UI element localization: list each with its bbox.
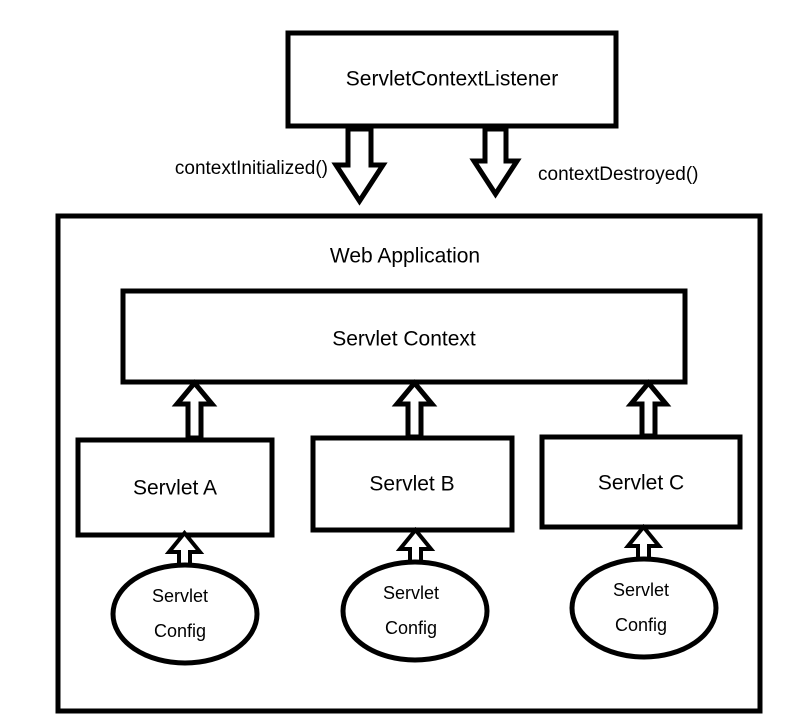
context-destroyed-arrow <box>469 126 522 199</box>
servlet-context-listener-label: ServletContextListener <box>346 68 558 91</box>
servlet-a-to-context-arrow <box>171 379 218 441</box>
servlet-a-box[interactable] <box>75 437 275 538</box>
servlet-b-label: Servlet B <box>369 473 454 496</box>
context-initialized-arrow <box>331 126 388 206</box>
context-initialized-label: contextInitialized() <box>175 158 328 179</box>
servlet-config-b-line1: Servlet <box>383 583 439 603</box>
servlet-context-listener-box[interactable] <box>285 30 619 129</box>
servlet-config-c-line1: Servlet <box>613 580 669 600</box>
servlet-config-a-line1: Servlet <box>152 586 208 606</box>
servlet-context-label: Servlet Context <box>332 328 476 351</box>
servlet-config-a-ellipse[interactable] <box>110 562 260 666</box>
servlet-config-a-line2: Config <box>154 621 206 641</box>
servlet-c-label: Servlet C <box>598 472 684 495</box>
servlet-c-to-context-arrow <box>625 379 672 439</box>
servlet-config-c-line2: Config <box>615 615 667 635</box>
servlet-b-box[interactable] <box>310 435 515 533</box>
servlet-config-b-ellipse[interactable] <box>340 559 490 663</box>
servlet-context-box[interactable] <box>120 288 688 385</box>
servlet-a-label: Servlet A <box>133 477 217 500</box>
web-application-label: Web Application <box>330 245 480 268</box>
context-destroyed-label: contextDestroyed() <box>538 164 699 185</box>
servlet-config-b-line2: Config <box>385 618 437 638</box>
servlet-c-box[interactable] <box>539 434 743 530</box>
servlet-config-c-ellipse[interactable] <box>569 556 719 660</box>
servlet-b-to-context-arrow <box>391 379 438 440</box>
